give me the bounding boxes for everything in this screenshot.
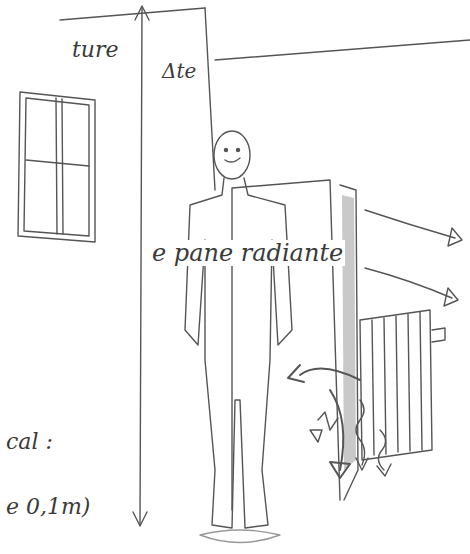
wall-corner — [205, 8, 215, 190]
height-arrow — [140, 8, 142, 525]
arrow-head — [288, 365, 304, 382]
window-frame — [18, 92, 95, 242]
convection-arrow — [330, 390, 343, 470]
window-transom — [26, 160, 89, 166]
person-eye — [237, 149, 240, 152]
person-head — [214, 131, 250, 179]
arrow-head — [310, 430, 322, 442]
radiation-arrow — [365, 268, 452, 298]
arrow-head — [330, 462, 350, 478]
handwritten-label: ture — [70, 38, 121, 62]
arrow-head — [133, 512, 147, 526]
handwritten-label: cal : — [4, 430, 55, 454]
radiator — [360, 310, 432, 460]
arrow-head — [444, 288, 458, 306]
ceiling-line — [60, 8, 205, 20]
person-mouth — [225, 158, 240, 162]
arrow-head — [135, 6, 149, 20]
radiator-fins — [372, 312, 422, 455]
handwritten-label: Δte — [160, 60, 198, 82]
radiation-arrow — [365, 210, 455, 238]
person-body — [185, 178, 292, 528]
radiator-valve — [432, 328, 445, 342]
convection-arrow — [300, 369, 360, 380]
arrow-head — [448, 228, 462, 246]
radiant-panel — [342, 195, 356, 470]
wavy-arrow — [378, 430, 385, 470]
wavy-arrow — [356, 400, 365, 465]
handwritten-label: e 0,1m) — [4, 495, 92, 519]
wavy-arrow — [318, 412, 338, 430]
person-eye — [225, 149, 228, 152]
arrow-head — [377, 464, 391, 476]
window-frame — [24, 98, 89, 236]
floor-shadow — [200, 530, 280, 543]
handwritten-label: e pane radiante — [150, 240, 345, 266]
window-mullion — [56, 98, 63, 234]
ceiling-line — [215, 40, 470, 60]
arrow-head — [356, 458, 368, 470]
